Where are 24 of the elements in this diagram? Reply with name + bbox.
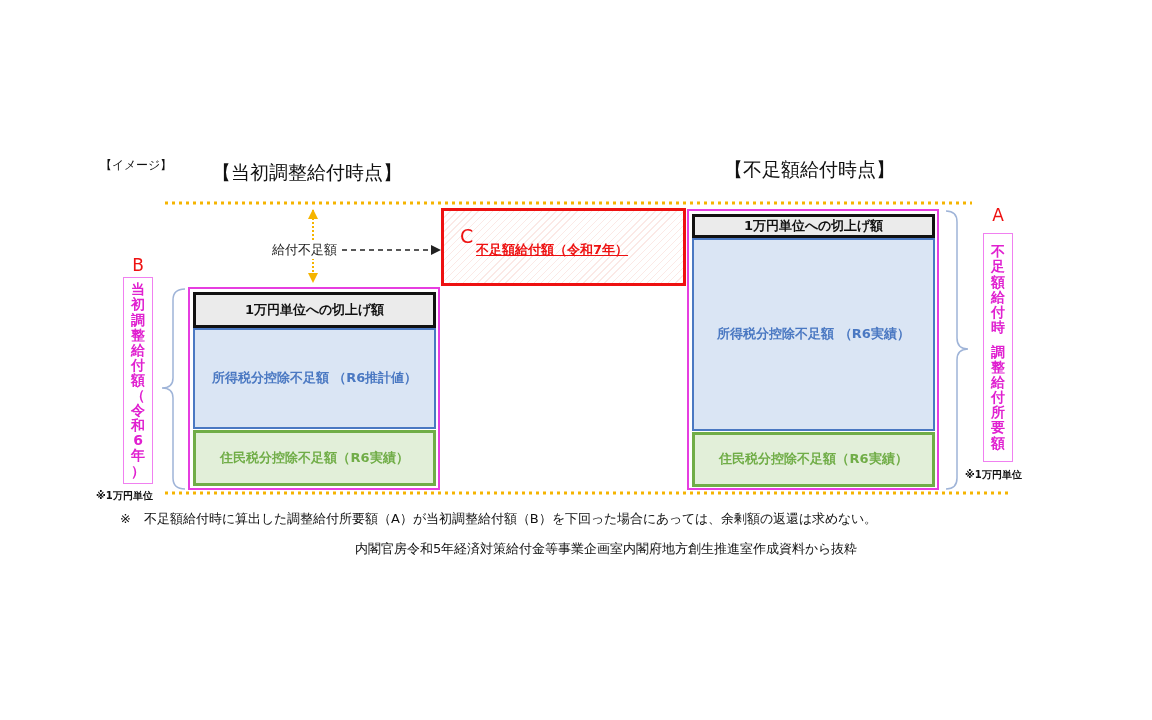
heading: 【不足額給付時点】 (724, 157, 895, 182)
arrow (341, 245, 441, 255)
vertical-label: 不足額給付時 (990, 244, 1006, 335)
label-bar: 1万円単位への切上げ額 (692, 214, 935, 238)
annotation-text: 給付不足額 (270, 241, 339, 259)
footnote: ※ 不足額給付時に算出した調整給付所要額（A）が当初調整給付額（B）を下回った場合にあっては、余剰額の返還は求めない。 (120, 510, 877, 528)
heading: 【当初調整給付時点】 (212, 160, 402, 185)
callout-letter: C (460, 225, 474, 247)
source-note: 内閣官房令和5年経済対策給付金等事業企画室内閣府地方創生推進室作成資料から抜粋 (355, 540, 858, 558)
stack-frame (188, 287, 440, 490)
process-box: 住民税分控除不足額（R6実績） (193, 430, 436, 486)
vertical-label: 当初調整給付額（令和6年） (130, 282, 146, 479)
vertical-label: 調整給付所要額 (990, 344, 1006, 451)
process-box: 住民税分控除不足額（R6実績） (692, 432, 935, 487)
box-title: 不足額給付額（令和7年） (476, 241, 629, 259)
label-bar: 1万円単位への切上げ額 (193, 292, 436, 328)
unit-note: ※1万円単位 (965, 468, 1022, 482)
stack-frame (687, 209, 939, 490)
process-box: 所得税分控除不足額 （R6実績） (692, 238, 935, 431)
callout-letter: B (131, 255, 145, 277)
highlight-box (441, 208, 686, 286)
process-box: 所得税分控除不足額 （R6推計値） (193, 328, 436, 429)
tag-text: 【イメージ】 (100, 157, 172, 174)
callout-letter: A (991, 205, 1005, 227)
